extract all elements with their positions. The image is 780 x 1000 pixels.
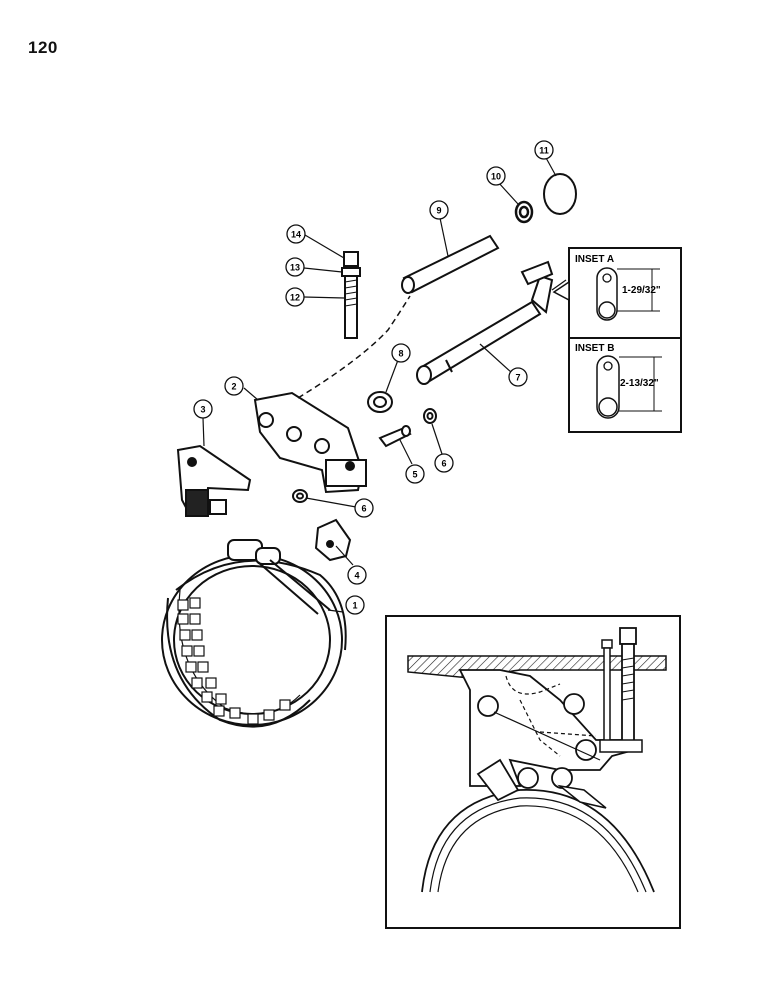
clip-part [314, 518, 352, 562]
svg-text:7: 7 [515, 373, 520, 383]
assembly-guide-line [297, 295, 411, 399]
lever-bracket-part [253, 391, 367, 494]
svg-text:5: 5 [412, 470, 417, 480]
callout-5: 5 [405, 464, 425, 484]
inset-b-title: INSET B [575, 343, 614, 354]
inset-a: INSET A 1-29/32" [575, 254, 661, 321]
callout-13: 13 [285, 257, 305, 277]
svg-text:6: 6 [361, 504, 366, 514]
washer-parts [292, 408, 437, 503]
inset-b-dimension: 2-13/32" [620, 378, 659, 389]
leader-lines [202, 155, 567, 613]
callout-4: 4 [347, 565, 367, 585]
callout-2: 2 [224, 376, 244, 396]
cap-part [543, 173, 577, 215]
adjusting-screw-part [341, 251, 361, 339]
svg-text:3: 3 [200, 405, 205, 415]
callout-8: 8 [391, 343, 411, 363]
svg-text:4: 4 [354, 571, 359, 581]
callout-10: 10 [486, 166, 506, 186]
svg-text:2: 2 [231, 382, 236, 392]
callout-3: 3 [193, 399, 213, 419]
svg-text:8: 8 [398, 349, 403, 359]
svg-text:10: 10 [491, 172, 501, 182]
pin-part [378, 425, 412, 448]
svg-text:13: 13 [290, 263, 300, 273]
callout-9: 9 [429, 200, 449, 220]
svg-text:12: 12 [290, 293, 300, 303]
callout-1: 1 [345, 595, 365, 615]
inset-a-dimension: 1-29/32" [622, 285, 661, 296]
svg-text:1: 1 [352, 601, 357, 611]
brake-band-part [161, 539, 347, 728]
inset-a-title: INSET A [575, 254, 614, 265]
callout-6: 6 [434, 453, 454, 473]
svg-text:6: 6 [441, 459, 446, 469]
long-pin-part [401, 234, 500, 294]
svg-text:11: 11 [539, 146, 549, 156]
assembled-view [385, 615, 681, 929]
callout-14: 14 [286, 224, 306, 244]
callout-11: 11 [534, 140, 554, 160]
support-bracket-part [176, 444, 252, 517]
inset-panel: INSET A 1-29/32" INSET B 2-13/32" [552, 247, 682, 433]
page-number: 120 [28, 38, 58, 57]
svg-text:9: 9 [436, 206, 441, 216]
callout-7: 7 [508, 367, 528, 387]
callout-6: 6 [354, 498, 374, 518]
svg-text:14: 14 [291, 230, 301, 240]
seal-part [367, 391, 393, 413]
ring-part [514, 200, 534, 224]
inset-b: INSET B 2-13/32" [575, 343, 662, 419]
cross-shaft-part [416, 260, 554, 385]
callout-12: 12 [285, 287, 305, 307]
